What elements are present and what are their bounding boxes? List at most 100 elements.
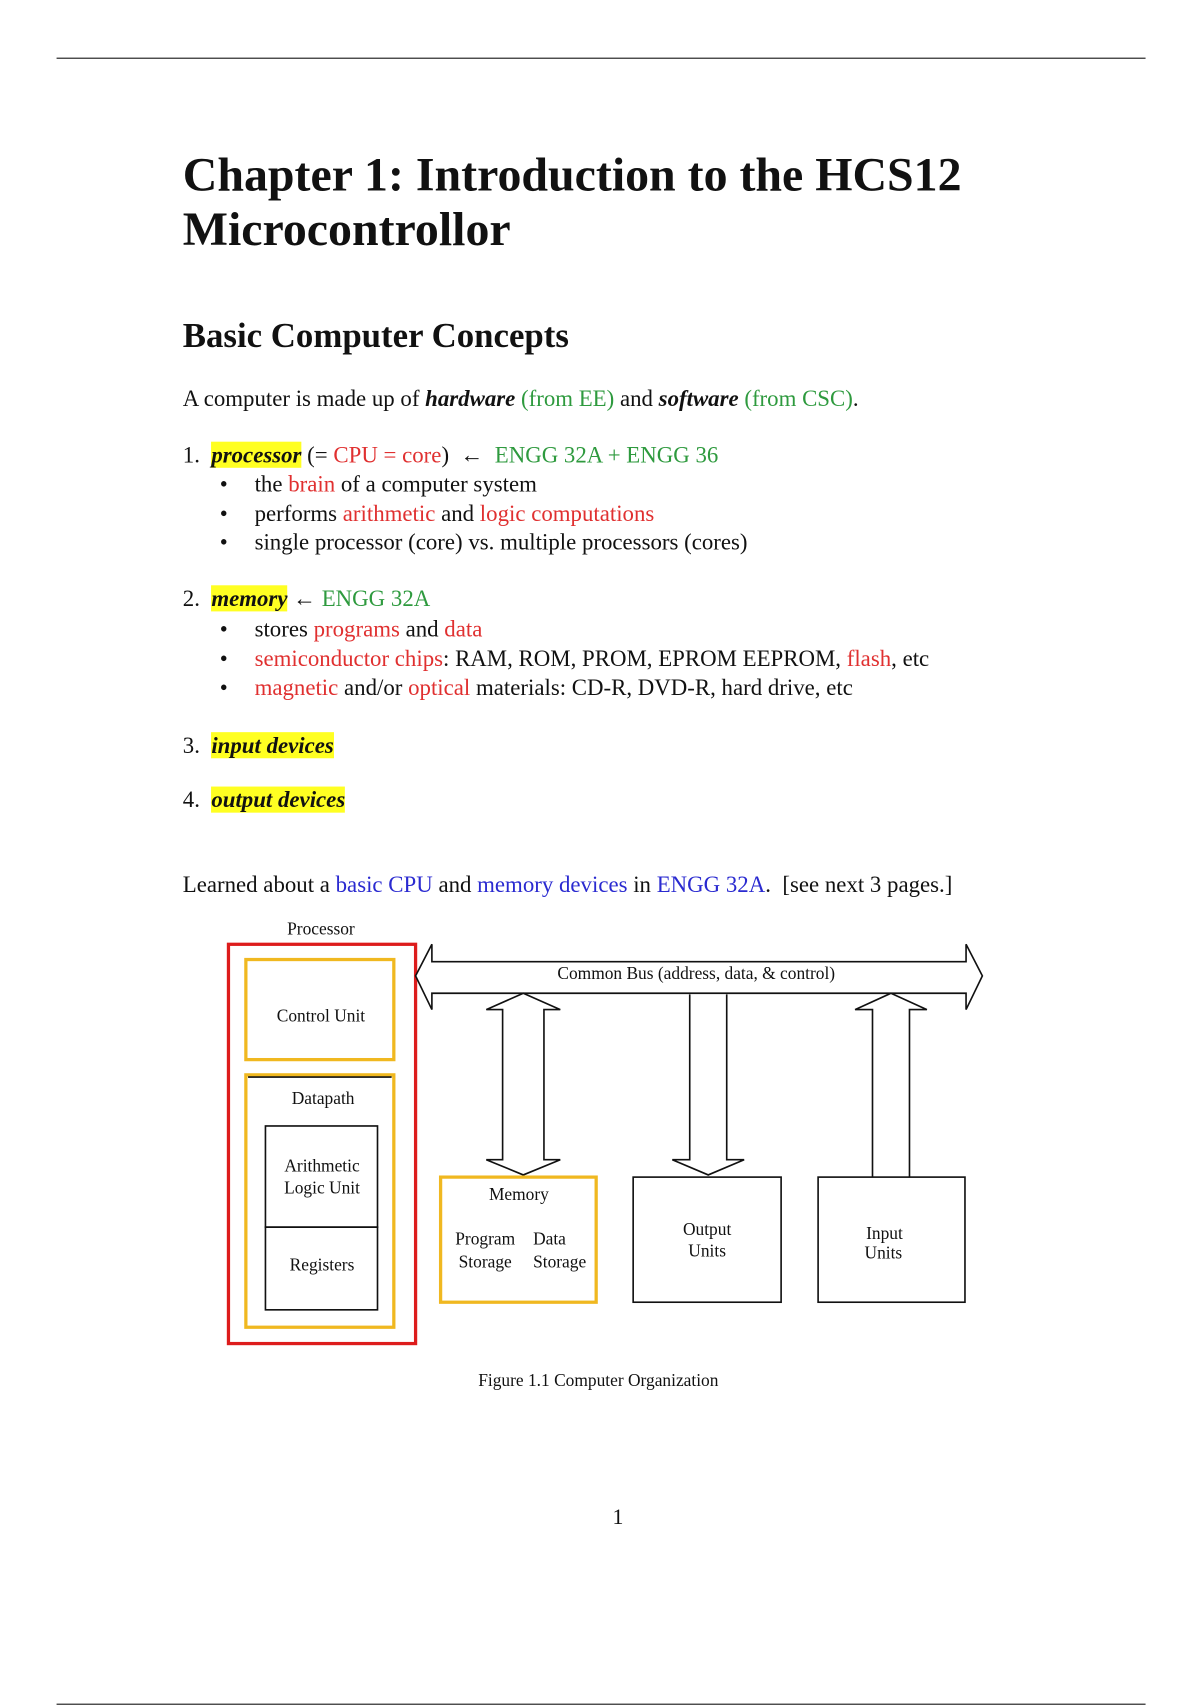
program-storage-label-2: Storage bbox=[459, 1251, 512, 1271]
text-segment: and bbox=[614, 385, 659, 412]
highlighted-term: memory bbox=[211, 585, 288, 612]
text-segment: Learned about a bbox=[182, 871, 336, 898]
highlighted-term: input devices bbox=[211, 732, 334, 759]
text-segment: flash bbox=[846, 645, 892, 672]
bullet-item: • semiconductor chips: RAM, ROM, PROM, EP… bbox=[220, 644, 930, 672]
text-segment: materials: CD-R, DVD-R, hard drive, etc bbox=[470, 674, 853, 701]
text-segment: (= bbox=[301, 441, 334, 468]
output-units-box bbox=[632, 1176, 782, 1304]
text-segment: performs bbox=[254, 500, 343, 527]
text-segment: ENGG 32A bbox=[656, 871, 766, 898]
registers-label: Registers bbox=[290, 1255, 355, 1275]
text-segment: and bbox=[399, 615, 445, 642]
memory-box bbox=[438, 1175, 598, 1304]
control-unit-box bbox=[244, 957, 396, 1062]
text-segment: hardware bbox=[425, 385, 516, 412]
text-segment: stores bbox=[254, 615, 314, 642]
control-unit-label: Control Unit bbox=[277, 1006, 366, 1026]
data-storage-label-2: Storage bbox=[533, 1251, 586, 1271]
text-segment: memory devices bbox=[477, 871, 628, 898]
input-units-label-1: Input bbox=[866, 1223, 903, 1243]
text-segment: optical bbox=[408, 674, 471, 701]
highlighted-term: processor bbox=[211, 441, 302, 468]
text-segment: magnetic bbox=[254, 674, 339, 701]
text-line: 3. input devices bbox=[183, 731, 334, 759]
text-segment: single processor (core) vs. multiple pro… bbox=[254, 528, 748, 555]
input-bus-arrow bbox=[854, 992, 928, 1178]
bullet-icon: • bbox=[219, 500, 228, 527]
text-segment: (from EE) bbox=[515, 385, 615, 412]
text-line: 4. output devices bbox=[182, 785, 346, 813]
left-arrow-icon: ← bbox=[293, 585, 317, 612]
text-segment: programs bbox=[313, 615, 400, 642]
text-segment: and bbox=[435, 500, 480, 527]
chapter-title-line-1: Chapter 1: Introduction to the HCS12 bbox=[182, 147, 962, 202]
text-segment: ENGG 32A bbox=[316, 585, 431, 612]
processor-box bbox=[226, 942, 418, 1346]
text-segment: data bbox=[444, 615, 483, 642]
text-line: A computer is made up of hardware (from … bbox=[183, 384, 859, 412]
datapath-box bbox=[244, 1073, 396, 1329]
text-segment: , etc bbox=[891, 645, 930, 672]
chapter-title: Chapter 1: Introduction to the HCS12 Mic… bbox=[183, 148, 962, 257]
text-segment: the bbox=[254, 471, 289, 498]
data-storage-label-1: Data bbox=[533, 1229, 566, 1249]
text-segment: semiconductor chips bbox=[254, 645, 444, 672]
chapter-title-line-2: Microcontrollor bbox=[182, 202, 511, 256]
text-line: 2. memory ← ENGG 32A bbox=[183, 584, 430, 612]
bottom-rule bbox=[56, 1703, 1146, 1705]
text-segment: and bbox=[432, 871, 478, 898]
figure-caption: Figure 1.1 Computer Organization bbox=[478, 1370, 719, 1390]
text-segment: 2. bbox=[182, 585, 212, 612]
left-arrow-icon: ← bbox=[460, 441, 484, 468]
text-segment: brain bbox=[288, 471, 336, 498]
text-segment: . bbox=[852, 385, 859, 412]
highlighted-term: output devices bbox=[211, 786, 346, 813]
output-units-label-2: Units bbox=[688, 1241, 726, 1261]
text-line: Learned about a basic CPU and memory dev… bbox=[183, 870, 953, 898]
input-units-box bbox=[817, 1176, 966, 1304]
text-segment: 1. bbox=[182, 441, 212, 468]
bullet-icon: • bbox=[219, 645, 228, 672]
text-segment: ENGG 32A + ENGG 36 bbox=[483, 441, 719, 468]
text-segment: A computer is made up of bbox=[182, 385, 426, 412]
bullet-icon: • bbox=[219, 471, 228, 498]
text-segment: of a computer system bbox=[335, 471, 537, 498]
bullet-item: • single processor (core) vs. multiple pr… bbox=[220, 528, 748, 556]
text-segment: basic CPU bbox=[335, 871, 433, 898]
registers-box bbox=[264, 1226, 379, 1311]
alu-label-1: Arithmetic bbox=[284, 1156, 360, 1176]
bullet-item: • the brain of a computer system bbox=[220, 470, 537, 498]
program-storage-label-1: Program bbox=[455, 1229, 515, 1249]
text-segment: in bbox=[627, 871, 657, 898]
text-segment: logic computations bbox=[479, 500, 655, 527]
common-bus-label: Common Bus (address, data, & control) bbox=[557, 963, 835, 983]
text-segment: arithmetic bbox=[342, 500, 436, 527]
bullet-icon: • bbox=[219, 528, 228, 555]
top-rule bbox=[56, 57, 1146, 59]
alu-label-2: Logic Unit bbox=[284, 1177, 360, 1197]
text-segment: software bbox=[658, 385, 739, 412]
output-units-label-1: Output bbox=[683, 1219, 731, 1239]
text-segment: 3. bbox=[182, 732, 212, 759]
page-number: 1 bbox=[612, 1505, 624, 1530]
bullet-icon: • bbox=[219, 674, 228, 701]
text-segment: . [see next 3 pages.] bbox=[765, 871, 953, 898]
common-bus-arrow bbox=[414, 943, 984, 1010]
memory-label: Memory bbox=[489, 1184, 549, 1204]
bullet-item: • performs arithmetic and logic computati… bbox=[220, 499, 655, 527]
input-units-label-2: Units bbox=[865, 1243, 903, 1263]
text-segment: CPU = core bbox=[333, 441, 442, 468]
text-segment: and/or bbox=[338, 674, 409, 701]
output-bus-arrow bbox=[672, 994, 745, 1176]
text-line: 1. processor (= CPU = core) ← ENGG 32A +… bbox=[182, 441, 719, 469]
text-segment: 4. bbox=[182, 786, 212, 813]
text-segment: ) bbox=[441, 441, 461, 468]
memory-bus-arrow bbox=[485, 992, 561, 1176]
text-segment: (from CSC) bbox=[738, 385, 853, 412]
bullet-icon: • bbox=[219, 615, 228, 642]
text-segment: : RAM, ROM, PROM, EPROM EEPROM, bbox=[443, 645, 847, 672]
bullet-item: • stores programs and data bbox=[220, 615, 483, 643]
